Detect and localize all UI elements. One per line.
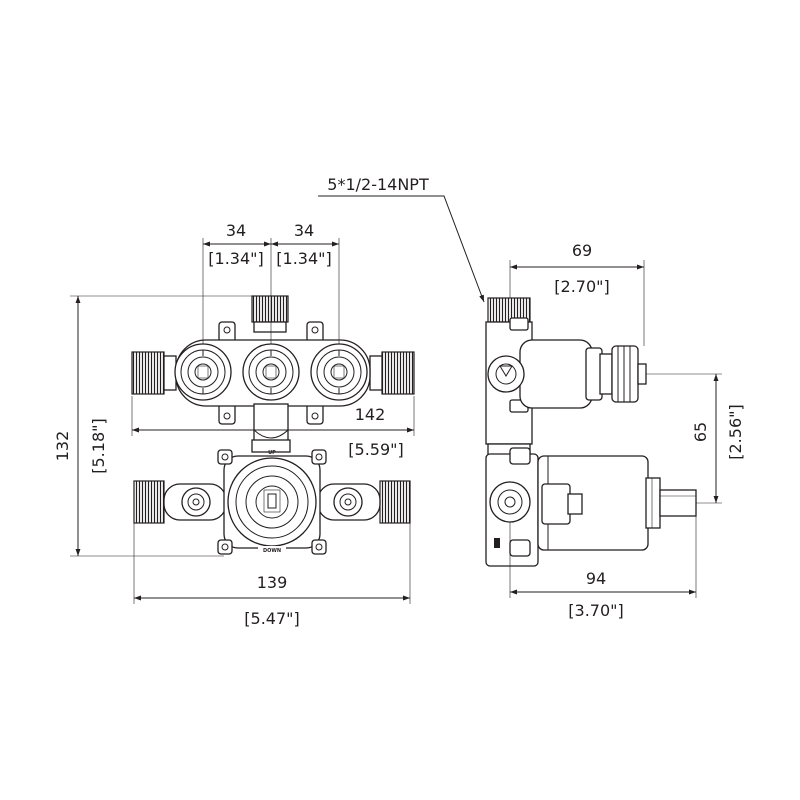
dim-upper-depth: 69 (572, 241, 592, 260)
lower-left-thread (133, 480, 165, 524)
cartridge-port-right (310, 343, 368, 401)
dim-offset-height: 65 (691, 422, 710, 442)
side-dimensions: 5*1/2-14NPT 69 [2.70"] 65 [2.56"] 94 [3.… (318, 175, 745, 620)
front-dimensions: 34 [1.34"] 34 [1.34"] 142 [5.59"] 132 [5… (53, 221, 415, 628)
dim-lower-width: 139 (257, 573, 288, 592)
top-thread-outlet (251, 295, 289, 323)
main-cartridge (227, 457, 317, 547)
dim-upper-width-in: [5.59"] (348, 440, 403, 459)
check-port-left (181, 487, 211, 517)
front-upper-valve (131, 295, 415, 443)
side-cap (611, 345, 639, 403)
side-stem (659, 489, 697, 517)
mount-tab (218, 403, 236, 425)
dim-lower-width-in: [5.47"] (244, 609, 299, 628)
up-label: UP (268, 450, 276, 456)
cartridge-port-left (174, 343, 232, 401)
left-thread-inlet (131, 351, 165, 395)
dim-lower-depth-in: [3.70"] (568, 601, 623, 620)
dim-port-spacing-left-in: [1.34"] (208, 249, 263, 268)
thread-callout-leader (318, 195, 485, 303)
dim-port-spacing-right: 34 (294, 221, 314, 240)
side-upper-valve (485, 297, 647, 445)
mount-tab (306, 321, 324, 343)
dim-offset-height-in: [2.56"] (726, 404, 745, 459)
down-label: DOWN (263, 548, 281, 554)
lower-right-thread (379, 480, 411, 524)
check-port-right (333, 487, 363, 517)
right-thread-inlet (381, 351, 415, 395)
dim-total-height-in: [5.18"] (89, 418, 108, 473)
dim-upper-depth-in: [2.70"] (554, 277, 609, 296)
thread-callout: 5*1/2-14NPT (327, 175, 429, 194)
mount-tab (306, 403, 324, 425)
mount-tab (218, 321, 236, 343)
side-lower-valve (485, 443, 697, 567)
dim-total-height: 132 (53, 431, 72, 462)
dim-port-spacing-left: 34 (226, 221, 246, 240)
dim-upper-width: 142 (355, 405, 386, 424)
dim-lower-depth: 94 (586, 569, 606, 588)
front-lower-valve: UP DOWN (133, 439, 411, 555)
cartridge-port-center (242, 343, 300, 401)
dim-port-spacing-right-in: [1.34"] (276, 249, 331, 268)
